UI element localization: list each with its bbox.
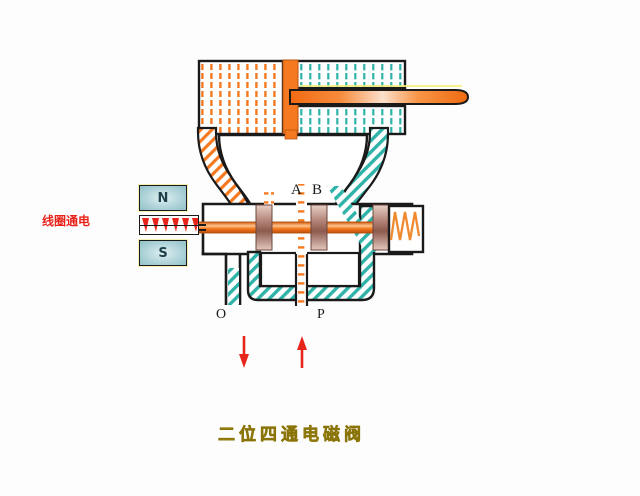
coil-energized-label: 线圈通电 bbox=[42, 214, 91, 228]
port-label-p: P bbox=[317, 307, 325, 322]
cylinder-chamber-right-upper bbox=[295, 59, 407, 90]
valve-lower-jacket bbox=[246, 204, 376, 302]
coil-leads bbox=[199, 224, 206, 231]
channel-b-teal bbox=[327, 186, 379, 252]
solenoid-coil bbox=[139, 215, 199, 235]
magnet-south-pole: S bbox=[139, 240, 187, 266]
spring-chamber bbox=[387, 204, 425, 254]
port-o-channel bbox=[201, 252, 242, 305]
port-label-a: A bbox=[291, 182, 302, 198]
magnet-north-pole: N bbox=[139, 185, 187, 211]
magnet-north-label: N bbox=[157, 190, 169, 206]
return-spring bbox=[389, 211, 421, 241]
channel-a-orange bbox=[264, 186, 274, 206]
port-label-o: O bbox=[216, 307, 227, 322]
piston-rod bbox=[289, 85, 470, 105]
arrow-o-down bbox=[239, 336, 249, 368]
magnet-south-label: S bbox=[158, 245, 168, 261]
coil-windings-icon bbox=[140, 216, 198, 234]
cylinder-chamber-left bbox=[197, 59, 285, 136]
port-label-b: B bbox=[312, 182, 323, 198]
arrow-p-up bbox=[297, 336, 307, 368]
port-p-channel bbox=[294, 184, 309, 308]
valve-lower-cavity bbox=[259, 251, 361, 288]
diagram-title: 二位四通电磁阀 bbox=[218, 425, 365, 446]
piston-stem bbox=[284, 129, 298, 140]
